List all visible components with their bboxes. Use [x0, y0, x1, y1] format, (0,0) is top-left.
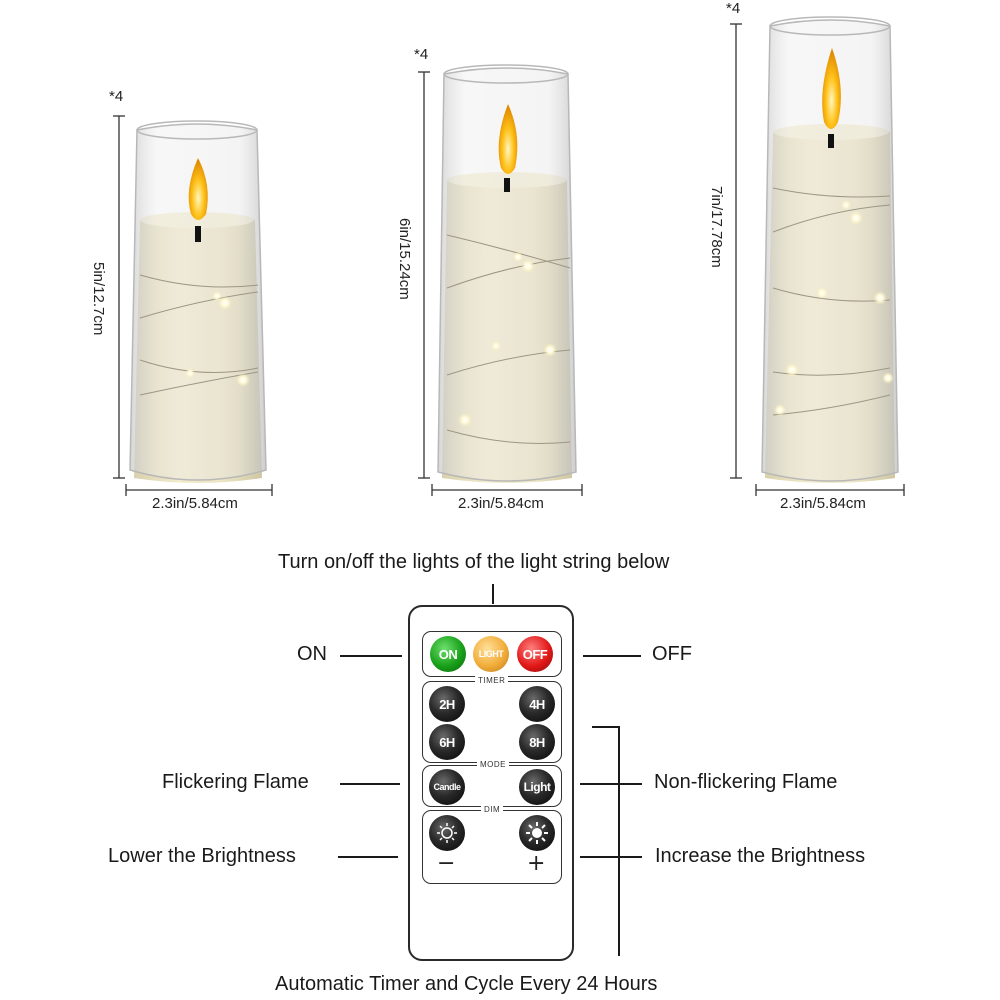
- callout-off: OFF: [652, 643, 692, 665]
- dim-label: DIM: [481, 805, 504, 814]
- minus-sign: −: [437, 851, 456, 876]
- light-string-button[interactable]: LIGHT: [473, 636, 509, 672]
- callout-lower: Lower the Brightness: [108, 845, 296, 867]
- candle-medium: [437, 64, 577, 483]
- callout-light-string-line: [492, 584, 494, 604]
- timer-2h-button[interactable]: 2H: [429, 686, 465, 722]
- callout-timer: Automatic Timer and Cycle Every 24 Hours: [275, 973, 658, 995]
- dimension-lines: [113, 23, 905, 496]
- callout-flicker: Flickering Flame: [162, 771, 309, 793]
- timer-label: TIMER: [475, 676, 509, 685]
- candle-medium-quantity: *4: [414, 46, 429, 63]
- candle-medium-width: 2.3in/5.84cm: [458, 495, 544, 512]
- callout-on: ON: [297, 643, 327, 665]
- callout-flicker-line: [340, 783, 400, 785]
- power-panel: ON LIGHT OFF: [422, 631, 562, 677]
- callout-increase: Increase the Brightness: [655, 845, 866, 867]
- sun-dim-icon: [437, 823, 457, 843]
- callout-on-line: [340, 655, 402, 657]
- on-button[interactable]: ON: [430, 636, 466, 672]
- dim-panel: DIM −: [422, 805, 562, 884]
- dim-up-button[interactable]: [519, 815, 555, 851]
- candle-small-height: 5in/12.7cm: [90, 262, 107, 336]
- remote-control: ON LIGHT OFF TIMER 2H 4H 6H 8H MODE Cand…: [408, 605, 574, 961]
- candle-large: [761, 16, 899, 483]
- plus-sign: +: [527, 851, 546, 876]
- callout-light-string: Turn on/off the lights of the light stri…: [278, 551, 670, 573]
- candle-small: [129, 120, 267, 483]
- candle-medium-height: 6in/15.24cm: [396, 218, 413, 300]
- candle-large-quantity: *4: [726, 0, 741, 17]
- mode-label: MODE: [477, 760, 509, 769]
- mode-panel: MODE Candle Light: [422, 760, 562, 807]
- sun-bright-icon: [526, 822, 548, 844]
- callout-increase-line: [580, 856, 642, 858]
- callout-non-flicker: Non-flickering Flame: [654, 771, 838, 793]
- timer-8h-button[interactable]: 8H: [519, 724, 555, 760]
- candles-illustration: [113, 16, 905, 496]
- mode-light-button[interactable]: Light: [519, 769, 555, 805]
- mode-candle-button[interactable]: Candle: [429, 769, 465, 805]
- callout-off-line: [583, 655, 641, 657]
- callout-lower-line: [338, 856, 398, 858]
- candle-small-quantity: *4: [109, 88, 124, 105]
- callout-timer-line-top: [592, 726, 620, 728]
- candle-small-width: 2.3in/5.84cm: [152, 495, 238, 512]
- dim-down-button[interactable]: [429, 815, 465, 851]
- timer-panel: TIMER 2H 4H 6H 8H: [422, 676, 562, 763]
- callout-non-flicker-line: [580, 783, 642, 785]
- timer-4h-button[interactable]: 4H: [519, 686, 555, 722]
- off-button[interactable]: OFF: [517, 636, 553, 672]
- timer-6h-button[interactable]: 6H: [429, 724, 465, 760]
- candle-large-width: 2.3in/5.84cm: [780, 495, 866, 512]
- callout-timer-line: [618, 726, 620, 956]
- candle-large-height: 7in/17.78cm: [708, 186, 725, 268]
